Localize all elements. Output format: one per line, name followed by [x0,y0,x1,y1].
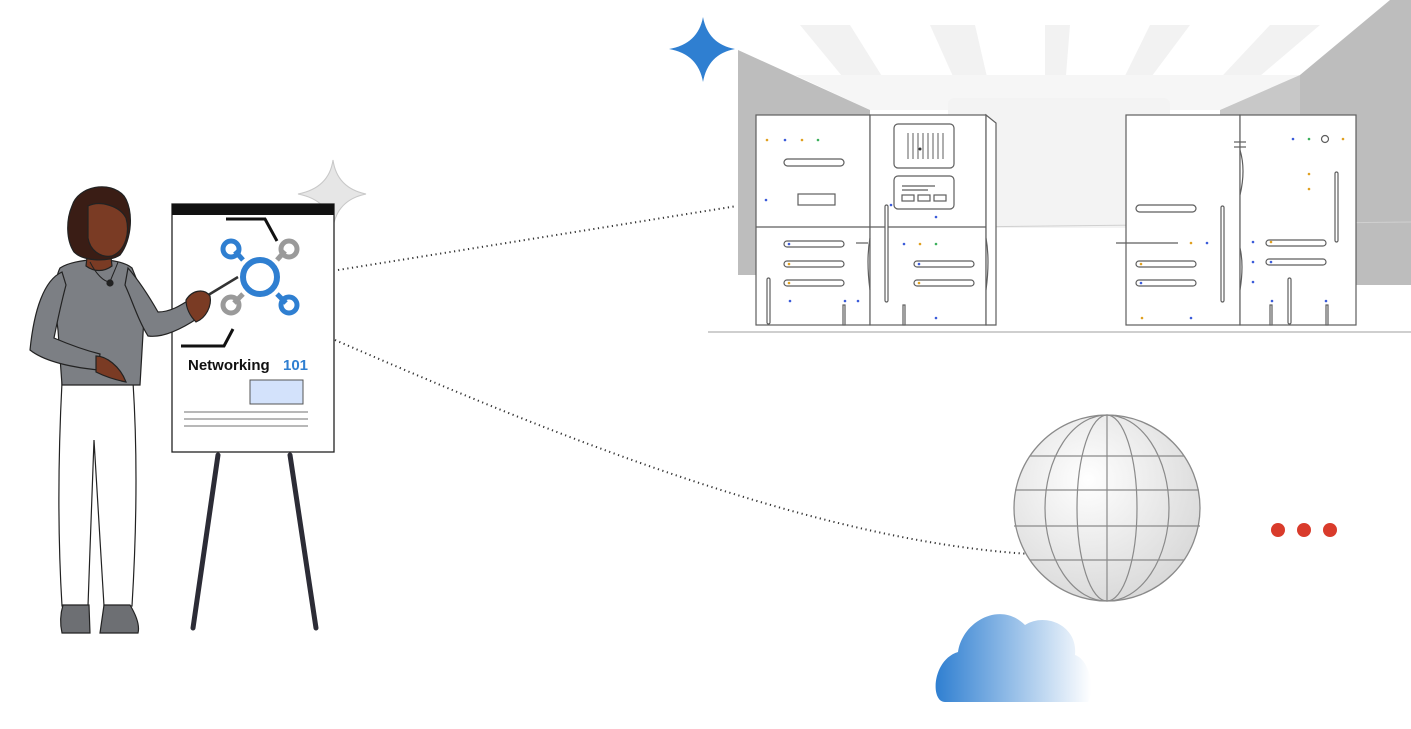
data-center-room [708,0,1411,333]
flipchart-title-number: 101 [283,357,308,374]
presenter-woman [29,186,239,634]
network-hub-icon [220,238,300,316]
rack-status-lights-left [764,138,938,320]
globe-icon [1013,414,1201,602]
flipchart-easel: Networking 101 [171,203,335,631]
connector-to-datacenter [337,205,738,271]
cloud-icon [935,614,1092,702]
connector-to-globe [334,339,1031,555]
server-rack-left [755,113,997,326]
sparkle-blue-icon [669,17,735,82]
rack-status-lights-right [1139,137,1345,320]
server-rack-right [1116,114,1357,326]
flipchart-title-main: Networking [188,357,270,374]
ellipsis-dots-icon [1271,523,1337,537]
